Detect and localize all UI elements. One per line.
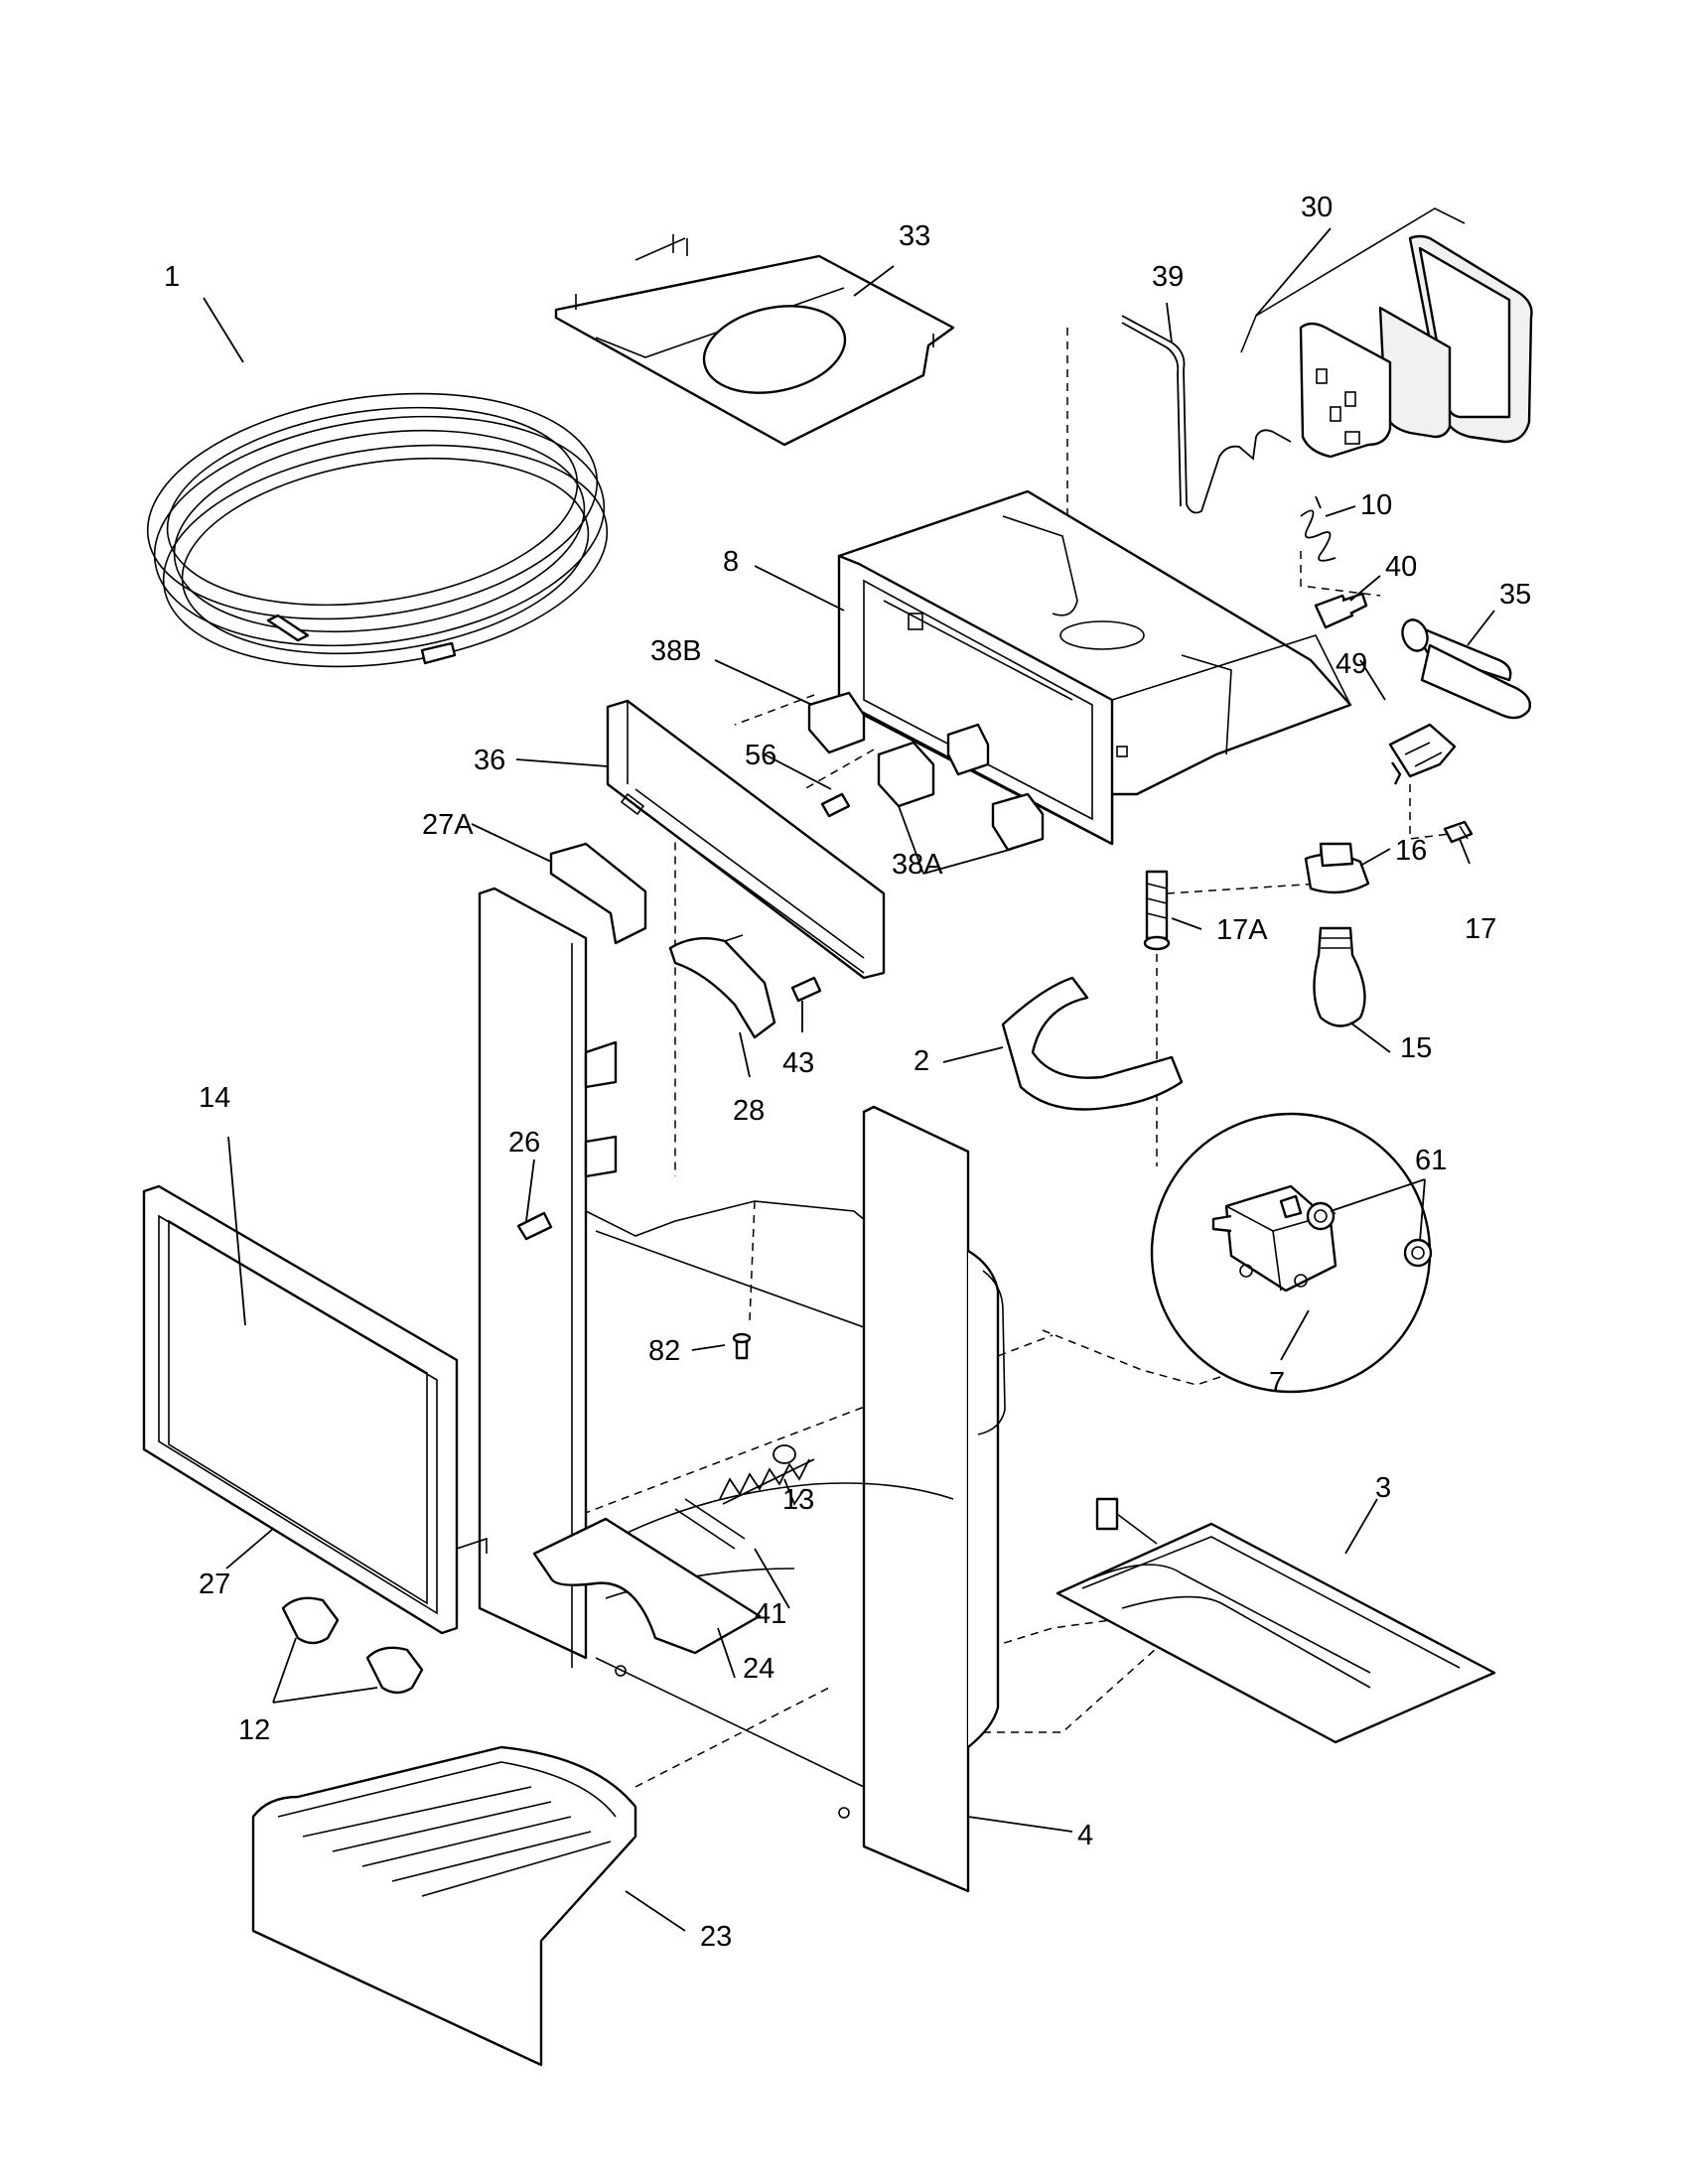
- callout-8: 8: [723, 546, 739, 578]
- part-2-shield: [1001, 976, 1184, 1111]
- part-3-heater-pad: [1055, 1497, 1496, 1744]
- part-13-retaining-ring: [773, 1444, 796, 1464]
- part-15-lamp-bulb: [1313, 926, 1366, 1027]
- callout-28: 27: [199, 1569, 230, 1600]
- callout-39: 39: [1152, 261, 1184, 293]
- part-56-screw: [820, 792, 851, 818]
- callout-2: 2: [914, 1045, 929, 1077]
- callout-27a: 28: [733, 1095, 765, 1127]
- part-43-screw: [790, 976, 822, 1003]
- callout-38a: 38A: [892, 849, 943, 881]
- part-36-control-panel: [606, 699, 886, 980]
- part-16-lamp-socket: [1304, 842, 1370, 894]
- part-39-wire-actuator: [1121, 315, 1292, 514]
- callout-13: 13: [782, 1484, 814, 1516]
- callout-1: 1: [164, 261, 180, 293]
- callout-82: 82: [648, 1335, 680, 1367]
- callout-10: 10: [1360, 489, 1392, 521]
- part-49-bracket: [1388, 723, 1457, 785]
- callout-38b: 38B: [650, 635, 702, 667]
- part-38b-switch: [807, 691, 866, 754]
- callout-49: 49: [1336, 648, 1367, 680]
- part-30-cover-assembly: [1240, 207, 1533, 459]
- callout-15: 15: [1400, 1032, 1432, 1064]
- part-1-water-tubing-coil: [146, 392, 609, 668]
- callout-43: 43: [782, 1047, 814, 1079]
- callout-24: 24: [743, 1653, 774, 1685]
- callout-17a: 17A: [1216, 914, 1268, 946]
- part-82-screw: [732, 1332, 752, 1360]
- callout-23: 23: [700, 1921, 732, 1953]
- part-14-window-panel: [142, 1184, 459, 1635]
- callout-35: 35: [1499, 579, 1531, 611]
- part-40-pin: [1314, 592, 1368, 629]
- part-17-screw: [1443, 820, 1474, 844]
- callout-3: 3: [1375, 1472, 1391, 1504]
- callout-61: 61: [1415, 1145, 1447, 1176]
- part-35-solenoid: [1401, 618, 1531, 720]
- part-38a-switch-lower: [991, 792, 1045, 852]
- part-23-drip-tray: [251, 1745, 637, 2067]
- part-4-dispenser-frame: [478, 887, 1006, 1893]
- callout-12: 12: [238, 1714, 270, 1746]
- part-17a-screw: [1143, 870, 1171, 951]
- part-41-spring: [719, 1458, 815, 1505]
- part-61-washer-right: [1403, 1238, 1433, 1268]
- callout-16: 16: [1395, 835, 1427, 867]
- callout-4: 4: [1077, 1820, 1093, 1851]
- part-61-washer-left: [1306, 1201, 1336, 1231]
- part-10-spring: [1300, 495, 1336, 562]
- part-extra-switch: [946, 723, 990, 776]
- callout-labels: 1 33 30 39 10 40 35 49 16 17 17A 15 8 38…: [164, 192, 1531, 1953]
- part-27-clip: [549, 842, 647, 945]
- callout-17: 17: [1465, 913, 1496, 945]
- part-26-screw: [516, 1211, 553, 1241]
- callout-40: 40: [1385, 551, 1417, 583]
- callout-41: 41: [755, 1598, 786, 1630]
- callout-36: 36: [474, 745, 505, 776]
- part-33-cover-plate: [554, 234, 955, 447]
- callout-7: 7: [1269, 1367, 1285, 1399]
- part-28-frame: [441, 1537, 488, 1634]
- callout-26: 26: [508, 1127, 540, 1159]
- callout-33: 33: [899, 220, 930, 252]
- part-12-pivot-cap-right: [365, 1646, 424, 1695]
- part-27a-lever: [668, 934, 776, 1039]
- part-12-pivot-cap-left: [281, 1596, 340, 1645]
- part-38a-switch-upper: [877, 741, 935, 808]
- detail-inset-circle: [1150, 1112, 1432, 1394]
- callout-14: 14: [199, 1082, 230, 1114]
- callout-30: 30: [1301, 192, 1333, 223]
- callout-leaders: [203, 227, 1495, 1932]
- callout-27: 27A: [422, 809, 474, 841]
- callout-56: 56: [745, 740, 776, 771]
- part-24-actuator-paddle: [532, 1498, 762, 1655]
